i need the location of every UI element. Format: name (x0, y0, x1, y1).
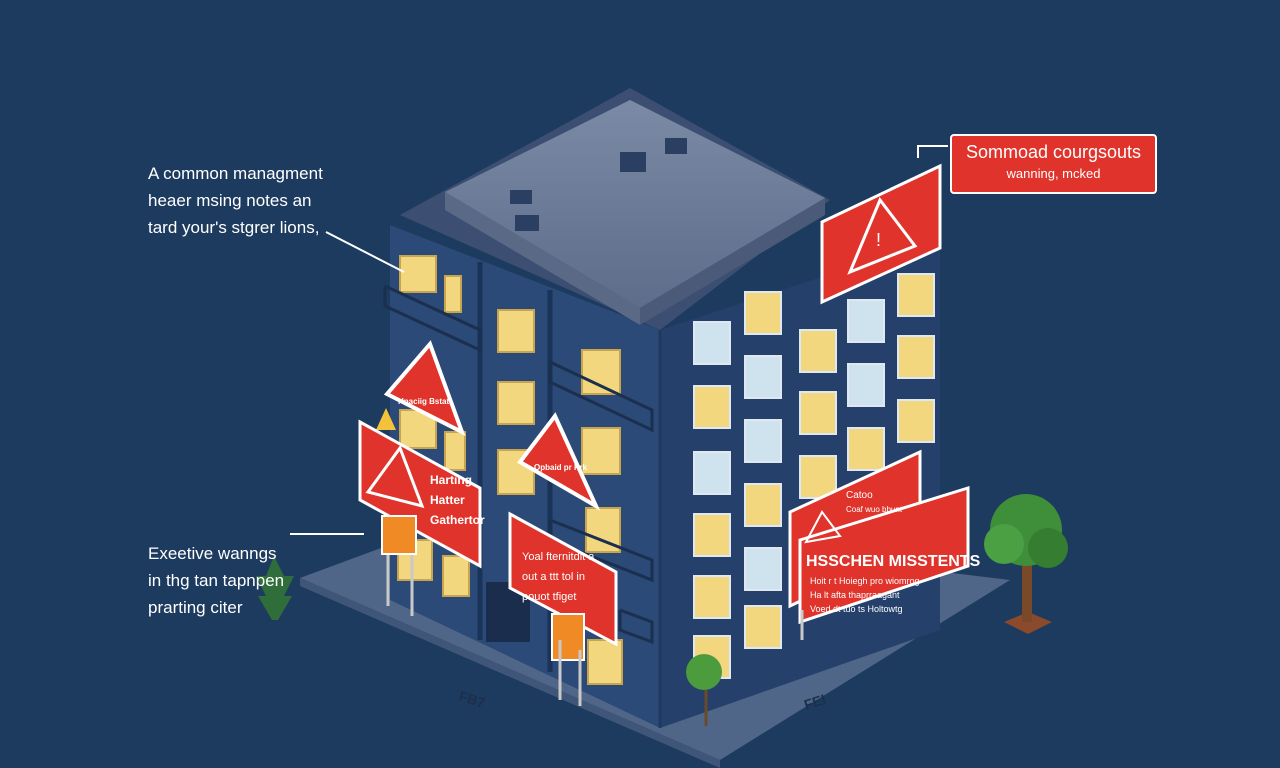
warning-triangle-center-text: Opbaid pr Prk (534, 463, 587, 472)
window (799, 329, 837, 373)
window (744, 419, 782, 463)
center-board-line: Yoal fternitdit a (522, 551, 595, 563)
tree-planter (1004, 612, 1052, 634)
callout-note-line: heaer msing notes an (148, 191, 312, 210)
roof-vent (515, 215, 539, 231)
center-board-line: out a ttt tol in (522, 571, 585, 583)
tree-foliage (1028, 528, 1068, 568)
window (847, 299, 885, 343)
window (693, 385, 731, 429)
window (444, 431, 466, 471)
right-board-line: Hoit r t Hoiegh pro wiomrog (810, 576, 920, 586)
center-warning-board (508, 511, 618, 647)
window (693, 513, 731, 557)
window (744, 605, 782, 649)
center-board-line: pouot tfiget (522, 591, 576, 603)
right-board-triangle (804, 510, 842, 544)
callout-label-box: Sommoad courgsouts wanning, mcked (950, 134, 1157, 194)
window (744, 355, 782, 399)
roof-warning-glyph: ! (876, 230, 881, 250)
ground-plaza-edge (300, 578, 720, 768)
window (744, 547, 782, 591)
window (897, 335, 935, 379)
side-windows (693, 273, 935, 679)
warning-triangle-center (517, 412, 601, 511)
window (744, 291, 782, 335)
small-orange-sign (551, 613, 585, 661)
callout-box-title: Sommoad courgsouts (965, 142, 1142, 162)
callout-note-line: in thg tan tapnpen (148, 571, 285, 590)
callout-note-line: A common managment (148, 164, 323, 183)
window (497, 381, 535, 425)
window (897, 399, 935, 443)
roof-vent (510, 190, 532, 204)
roof-vent (620, 152, 646, 172)
left-board-line: Hatter (430, 493, 465, 507)
small-tree-foliage (686, 654, 722, 690)
building-roof-edge-right (640, 198, 825, 325)
left-board-line: Gathertor (430, 513, 485, 527)
warning-triangle-left-text: Hnaciig Bstat (398, 397, 449, 406)
roof-warning-triangle (847, 197, 918, 275)
window (442, 555, 470, 597)
window (693, 451, 731, 495)
window (897, 273, 935, 317)
tree-foliage (984, 524, 1024, 564)
window (693, 321, 731, 365)
balcony-rail (548, 518, 654, 583)
callout-note-line: tard your's stgrer lions, (148, 218, 320, 237)
small-pine-tree (256, 556, 294, 620)
window (693, 575, 731, 619)
window (847, 363, 885, 407)
balcony-rail (618, 608, 654, 645)
balconies (383, 284, 654, 645)
window (497, 309, 535, 353)
callout-note-line: prarting citer (148, 598, 243, 617)
left-warning-board (358, 419, 482, 569)
right-warning-board (798, 485, 970, 625)
callout-note-line: Exeetive wanngs (148, 544, 277, 563)
left-board-triangle (365, 444, 425, 509)
left-board-line: Harting (430, 473, 472, 487)
window (744, 483, 782, 527)
window (444, 275, 462, 313)
callout-note-bottom: Exeetive wanngs in thg tan tapnpen prart… (148, 540, 284, 621)
window (587, 639, 623, 685)
small-warning-triangle (376, 408, 396, 430)
callout-note-top: A common managment heaer msing notes an … (148, 160, 323, 241)
tree-trunk (1022, 560, 1032, 622)
building-roof-edge (445, 192, 640, 325)
callout-line-top (325, 231, 405, 273)
roof-vent (665, 138, 687, 154)
window (799, 391, 837, 435)
right-board-small-line: Catoo (846, 490, 873, 501)
callout-box-subtitle: wanning, mcked (1006, 166, 1101, 181)
callout-line-box (917, 145, 948, 158)
balcony-rail (383, 284, 482, 353)
window (847, 427, 885, 471)
right-board-line: Voed dt tuo ts Holtowtg (810, 604, 903, 614)
small-orange-sign (381, 515, 417, 555)
window (581, 427, 621, 475)
building-roof-top (445, 100, 825, 308)
ground-label: FB7 (457, 688, 487, 711)
window (799, 455, 837, 499)
warning-triangle-left (383, 340, 466, 437)
right-board-title: HSSCHEN MISSTENTS (806, 553, 981, 570)
balcony-rail (548, 360, 654, 433)
ground-label: FEI (802, 691, 828, 713)
right-board-line: Ha lt afta thaprraagant (810, 590, 900, 600)
right-board-small-line: Coaf wuo bbunt (846, 505, 903, 514)
window (399, 255, 437, 293)
